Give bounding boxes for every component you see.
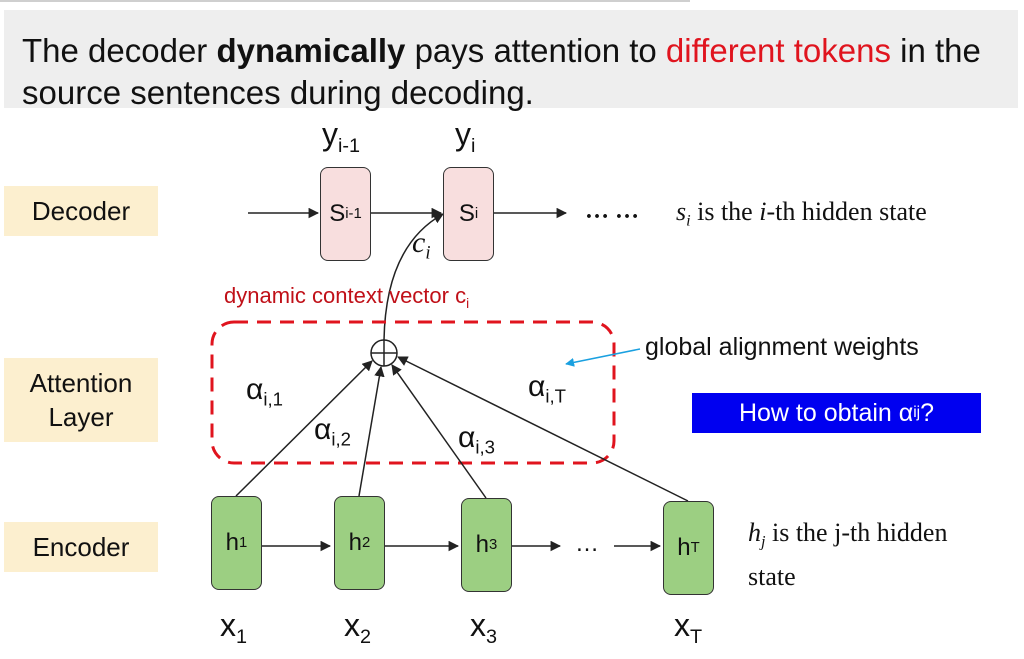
global-alignment-label: global alignment weights <box>645 333 919 361</box>
context-vector-symbol: ci <box>412 226 431 264</box>
header-banner: The decoder dynamically pays attention t… <box>4 10 1018 111</box>
input-x-2: x2 <box>344 607 372 648</box>
attention-dashed-box <box>210 320 616 465</box>
encoder-row-label: Encoder <box>4 522 158 572</box>
top-rule <box>0 0 690 2</box>
highlight-text: different tokens <box>665 32 891 69</box>
weight-arrow-3 <box>391 364 487 499</box>
input-x-1: x1 <box>220 607 248 648</box>
output-y-current: yi <box>455 116 476 157</box>
decoder-state-note: si is the i-th hidden state <box>676 197 927 230</box>
encoder-ellipsis: … <box>575 530 599 557</box>
alpha-label-2: αi,2 <box>314 413 351 450</box>
weight-arrow-2 <box>358 365 385 497</box>
alpha-label-T: αi,T <box>528 370 566 407</box>
context-vector-label: dynamic context vector ci <box>224 283 470 311</box>
alpha-label-1: αi,1 <box>246 373 283 410</box>
decoder-row-label: Decoder <box>4 186 158 236</box>
weight-arrow-1 <box>235 360 373 497</box>
weight-arrow-T <box>397 356 689 502</box>
attention-row-label: Attention Layer <box>4 358 158 442</box>
global-weights-pointer <box>565 348 641 367</box>
input-x-3: x3 <box>470 607 498 648</box>
alpha-label-3: αi,3 <box>458 421 495 458</box>
input-x-T: xT <box>674 607 703 648</box>
banner-text: The decoder dynamically pays attention t… <box>22 32 981 111</box>
output-y-prev: yi-1 <box>322 116 361 157</box>
decoder-ellipsis: … … <box>585 198 639 224</box>
